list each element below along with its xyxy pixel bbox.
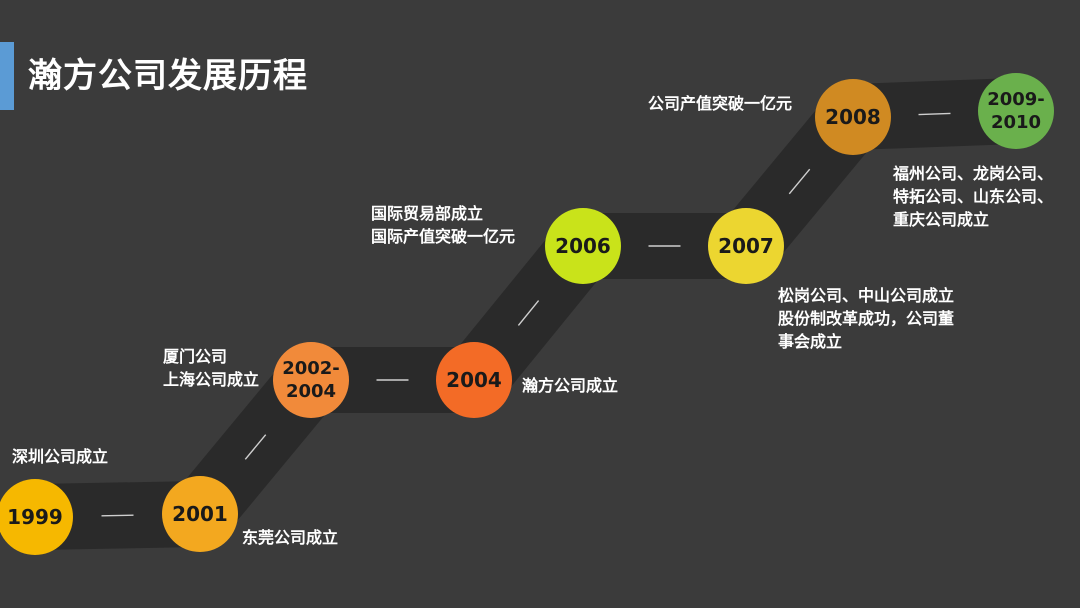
timeline-year: 2008 — [825, 104, 881, 129]
timeline-year: 1999 — [7, 504, 63, 529]
title-accent-bar — [0, 42, 14, 110]
timeline-year: 2006 — [555, 233, 611, 258]
timeline-year: 2004 — [446, 367, 502, 392]
road-center-dash — [918, 112, 951, 116]
timeline-node: 2004 — [436, 342, 512, 418]
road-center-dash — [244, 434, 267, 460]
timeline-node: 1999 — [0, 479, 73, 555]
timeline-year: 2009- 2010 — [987, 89, 1045, 133]
timeline-event-label: 松岗公司、中山公司成立 股份制改革成功，公司董 事会成立 — [778, 286, 955, 351]
timeline-event-label: 瀚方公司成立 — [522, 376, 619, 395]
timeline-year: 2007 — [718, 233, 774, 258]
page-title: 瀚方公司发展历程 — [28, 56, 308, 96]
timeline-event-label: 深圳公司成立 — [12, 447, 109, 466]
timeline-node: 2009- 2010 — [978, 73, 1054, 149]
timeline-node: 2006 — [545, 208, 621, 284]
timeline-node: 2002- 2004 — [273, 342, 349, 418]
timeline-event-label: 公司产值突破一亿元 — [648, 94, 793, 113]
road-center-dash — [788, 168, 811, 195]
timeline-year: 2001 — [172, 501, 228, 526]
timeline-event-label: 厦门公司 上海公司成立 — [163, 347, 260, 389]
timeline-event-label: 国际贸易部成立 国际产值突破一亿元 — [371, 204, 516, 246]
timeline-node: 2008 — [815, 79, 891, 155]
timeline-node: 2001 — [162, 476, 238, 552]
timeline-event-label: 东莞公司成立 — [242, 528, 339, 547]
timeline-year: 2002- 2004 — [282, 358, 340, 402]
road-center-dash — [101, 514, 134, 517]
timeline-node: 2007 — [708, 208, 784, 284]
road-center-dash — [517, 300, 540, 326]
timeline-event-label: 福州公司、龙岗公司、 特拓公司、山东公司、 重庆公司成立 — [893, 164, 1054, 229]
